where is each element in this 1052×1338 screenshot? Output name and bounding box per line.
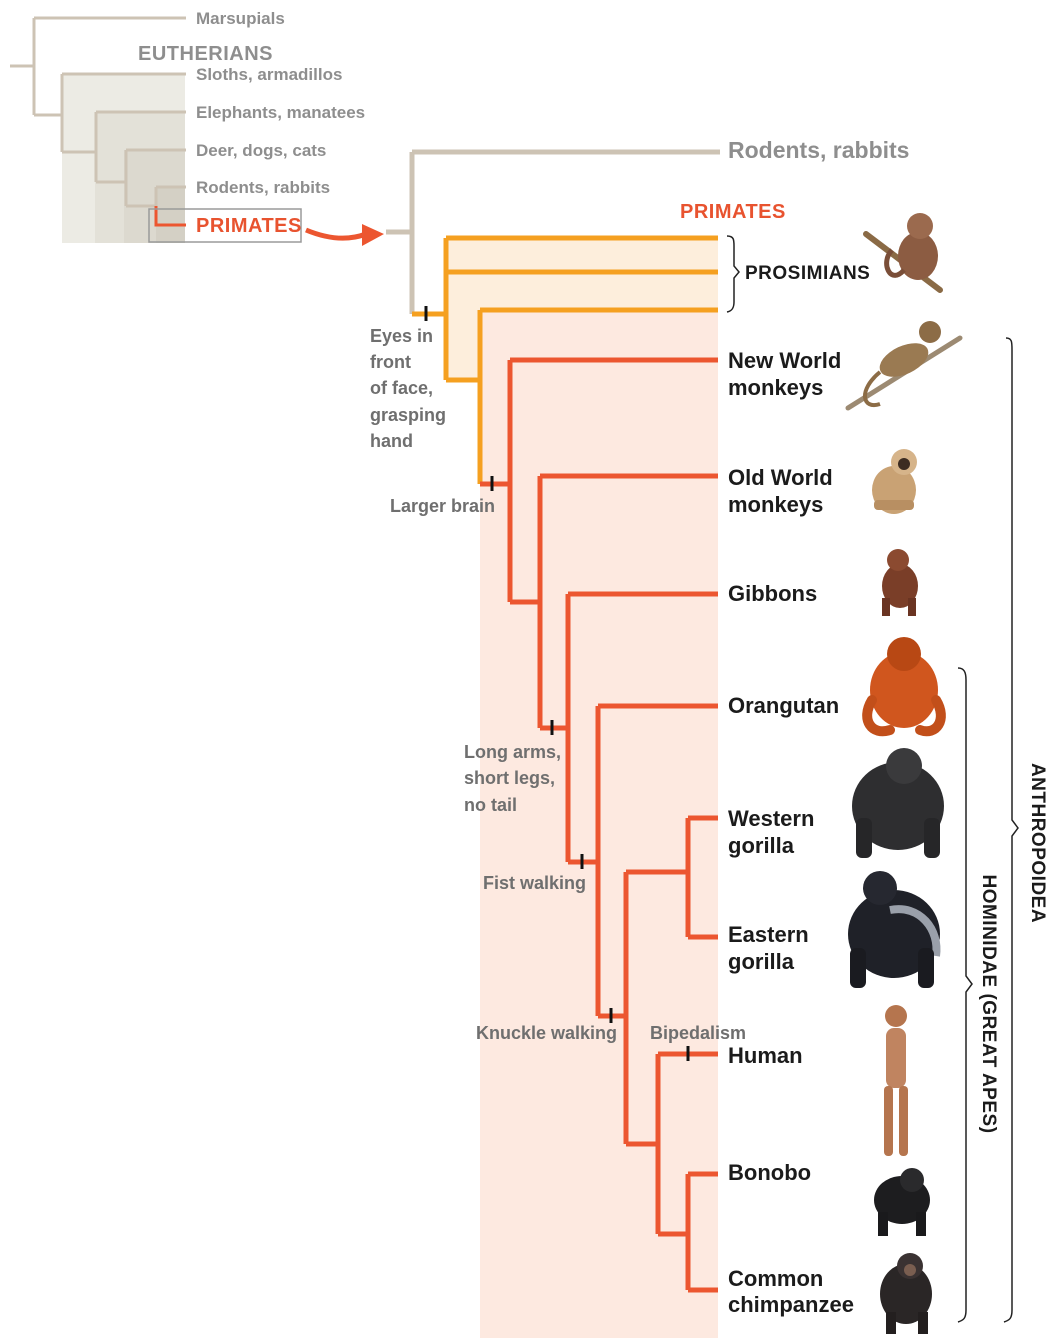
taxon-old-world-1: Old World (728, 465, 833, 490)
bonobo-icon (874, 1168, 930, 1236)
taxon-new-world-2: monkeys (728, 375, 823, 400)
taxon-gibbons: Gibbons (728, 581, 817, 606)
leaf-deer: Deer, dogs, cats (196, 141, 326, 160)
western-gorilla-icon (852, 748, 944, 858)
leaf-sloths: Sloths, armadillos (196, 65, 342, 84)
primates-header: PRIMATES (680, 201, 786, 223)
taxon-western-gorilla-2: gorilla (728, 833, 795, 858)
trait-long-arms-3: no tail (464, 795, 517, 815)
taxon-new-world-1: New World (728, 348, 841, 373)
leaf-rodents: Rodents, rabbits (196, 178, 330, 197)
trait-eyes-4: grasping (370, 405, 446, 425)
gibbon-icon (882, 549, 918, 616)
taxon-eastern-gorilla-1: Eastern (728, 922, 809, 947)
trait-knuckle-walking: Knuckle walking (476, 1023, 617, 1043)
taxon-orangutan: Orangutan (728, 693, 839, 718)
leaf-elephants: Elephants, manatees (196, 103, 365, 122)
animal-illustrations (848, 213, 960, 1334)
anthropoidea-label: ANTHROPOIDEA (1027, 763, 1048, 923)
orangutan-icon (867, 637, 941, 731)
hominidae-bracket (958, 668, 972, 1322)
outgroup-label: Rodents, rabbits (728, 137, 909, 163)
anthropoidea-bracket (1004, 338, 1018, 1322)
human-icon (884, 1005, 908, 1156)
old-world-monkey-icon (872, 449, 917, 514)
trait-long-arms-1: Long arms, (464, 742, 561, 762)
taxon-bonobo: Bonobo (728, 1160, 811, 1185)
zoom-arrow (306, 230, 366, 238)
eastern-gorilla-icon (848, 871, 940, 988)
taxon-labels: New World monkeys Old World monkeys Gibb… (728, 348, 854, 1317)
taxon-eastern-gorilla-2: gorilla (728, 949, 795, 974)
taxon-old-world-2: monkeys (728, 492, 823, 517)
trait-eyes-1: Eyes in (370, 326, 433, 346)
trait-eyes-3: of face, (370, 378, 433, 398)
zoom-arrow-head (362, 224, 384, 246)
new-world-monkey-icon (848, 321, 960, 408)
overview-tree: Marsupials EUTHERIANS Sloths, armadillos… (10, 9, 384, 246)
prosimians-label: PROSIMIANS (745, 263, 870, 284)
trait-eyes-2: front (370, 352, 411, 372)
prosimian-bracket (727, 236, 739, 312)
chimpanzee-icon (880, 1253, 932, 1334)
taxon-chimp-2: chimpanzee (728, 1292, 854, 1317)
taxon-western-gorilla-1: Western (728, 806, 814, 831)
main-tree: Rodents, rabbits PRIMATES PROSIMIANS New… (370, 137, 1048, 1338)
trait-larger-brain: Larger brain (390, 496, 495, 516)
trait-fist-walking: Fist walking (483, 873, 586, 893)
overview-primates-label: PRIMATES (196, 215, 302, 237)
taxon-human: Human (728, 1043, 803, 1068)
trait-bipedalism: Bipedalism (650, 1023, 746, 1043)
trait-long-arms-2: short legs, (464, 768, 555, 788)
leaf-marsupials: Marsupials (196, 9, 285, 28)
eutherians-label: EUTHERIANS (138, 43, 273, 65)
eutherian-shade-4 (156, 186, 185, 243)
hominidae-label: HOMINIDAE (GREAT APES) (978, 874, 999, 1133)
taxon-chimp-1: Common (728, 1266, 823, 1291)
trait-eyes-5: hand (370, 431, 413, 451)
prosimian-icon (866, 213, 940, 290)
